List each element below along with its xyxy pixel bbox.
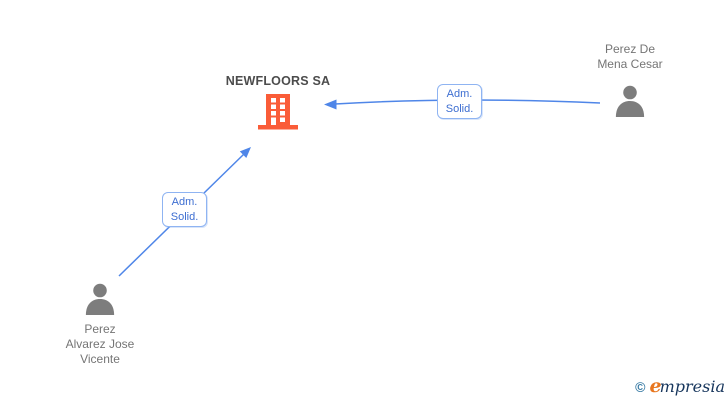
person-name-line: Mena Cesar: [597, 57, 663, 71]
company-name: NEWFLOORS SA: [225, 74, 331, 88]
person-icon: [83, 283, 117, 315]
empresia-logo: © empresia: [635, 375, 725, 397]
person-name-line: Alvarez Jose: [65, 337, 135, 351]
brand-wordmark: empresia: [650, 375, 726, 397]
person-node-perez-de-mena-cesar[interactable]: Perez De Mena Cesar: [570, 42, 690, 117]
person-node-perez-alvarez-jose-vicente[interactable]: Perez Alvarez Jose Vicente: [40, 283, 160, 367]
brand-initial: e: [649, 375, 662, 397]
copyright-icon: ©: [635, 379, 646, 395]
person-icon: [613, 85, 647, 117]
person-name-line: Perez De: [604, 42, 656, 56]
building-icon: [256, 92, 300, 130]
company-node-newfloors[interactable]: NEWFLOORS SA: [180, 74, 376, 130]
relationship-label-adm-solid-right: Adm. Solid.: [437, 84, 482, 119]
person-name-line: Perez: [84, 322, 116, 336]
relationship-label-adm-solid-left: Adm. Solid.: [162, 192, 207, 227]
relationship-label-line: Adm.: [171, 196, 198, 208]
relationship-label-line: Solid.: [170, 210, 199, 223]
relationship-label-line: Solid.: [445, 102, 474, 115]
person-name: Perez Alvarez Jose Vicente: [66, 322, 135, 367]
person-name-line: Vicente: [80, 352, 120, 366]
relationship-label-line: Adm.: [446, 88, 473, 100]
brand-rest: mpresia: [659, 377, 725, 396]
arrowhead-to-company-bottom: [239, 147, 251, 158]
person-name: Perez De Mena Cesar: [597, 42, 662, 72]
